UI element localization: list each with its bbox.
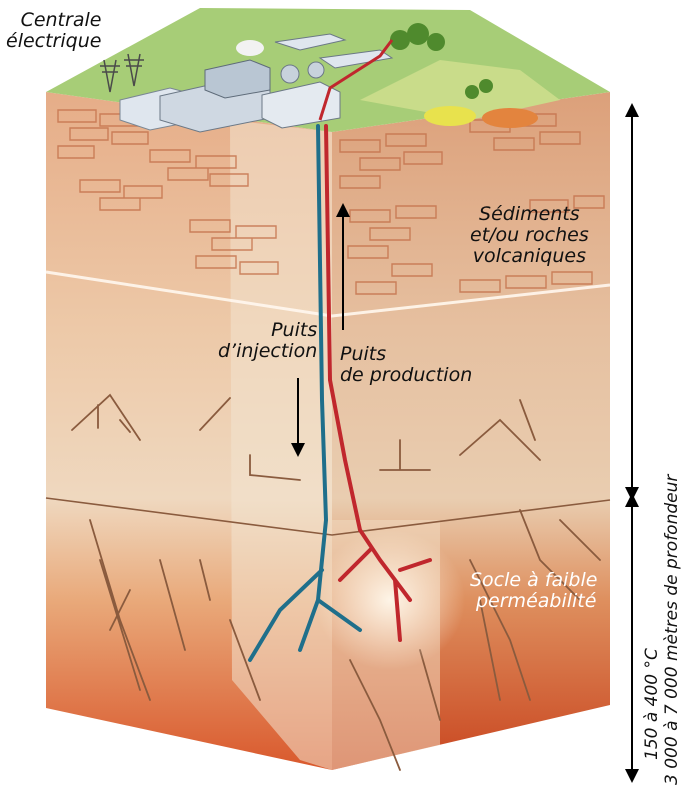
label-basement: Socle à faible perméabilité <box>470 569 598 612</box>
surface-pipe-red <box>318 39 394 121</box>
basement-boundary <box>45 497 611 536</box>
fields <box>360 60 560 120</box>
power-plant-buildings <box>119 33 394 133</box>
cutaway-slice <box>230 120 332 770</box>
production-well <box>324 124 432 642</box>
label-depth: 3 000 à 7 000 mètres de profondeur <box>662 474 682 785</box>
label-injection-well: Puits d’injection <box>218 319 318 362</box>
sediment-boundary <box>45 270 611 318</box>
label-sediments: Sédiments et/ou roches volcaniques <box>470 203 589 267</box>
trees <box>390 23 493 99</box>
label-temperature: 150 à 400 °C <box>642 648 662 760</box>
injection-well <box>248 124 362 662</box>
heat-glow <box>315 530 465 670</box>
field-orange <box>482 108 538 128</box>
field-yellow <box>424 106 476 126</box>
label-production-well: Puits de production <box>340 343 473 386</box>
sediment-bricks <box>57 109 605 295</box>
power-pylons <box>100 53 144 93</box>
label-power-plant: Centrale électrique <box>6 9 102 52</box>
